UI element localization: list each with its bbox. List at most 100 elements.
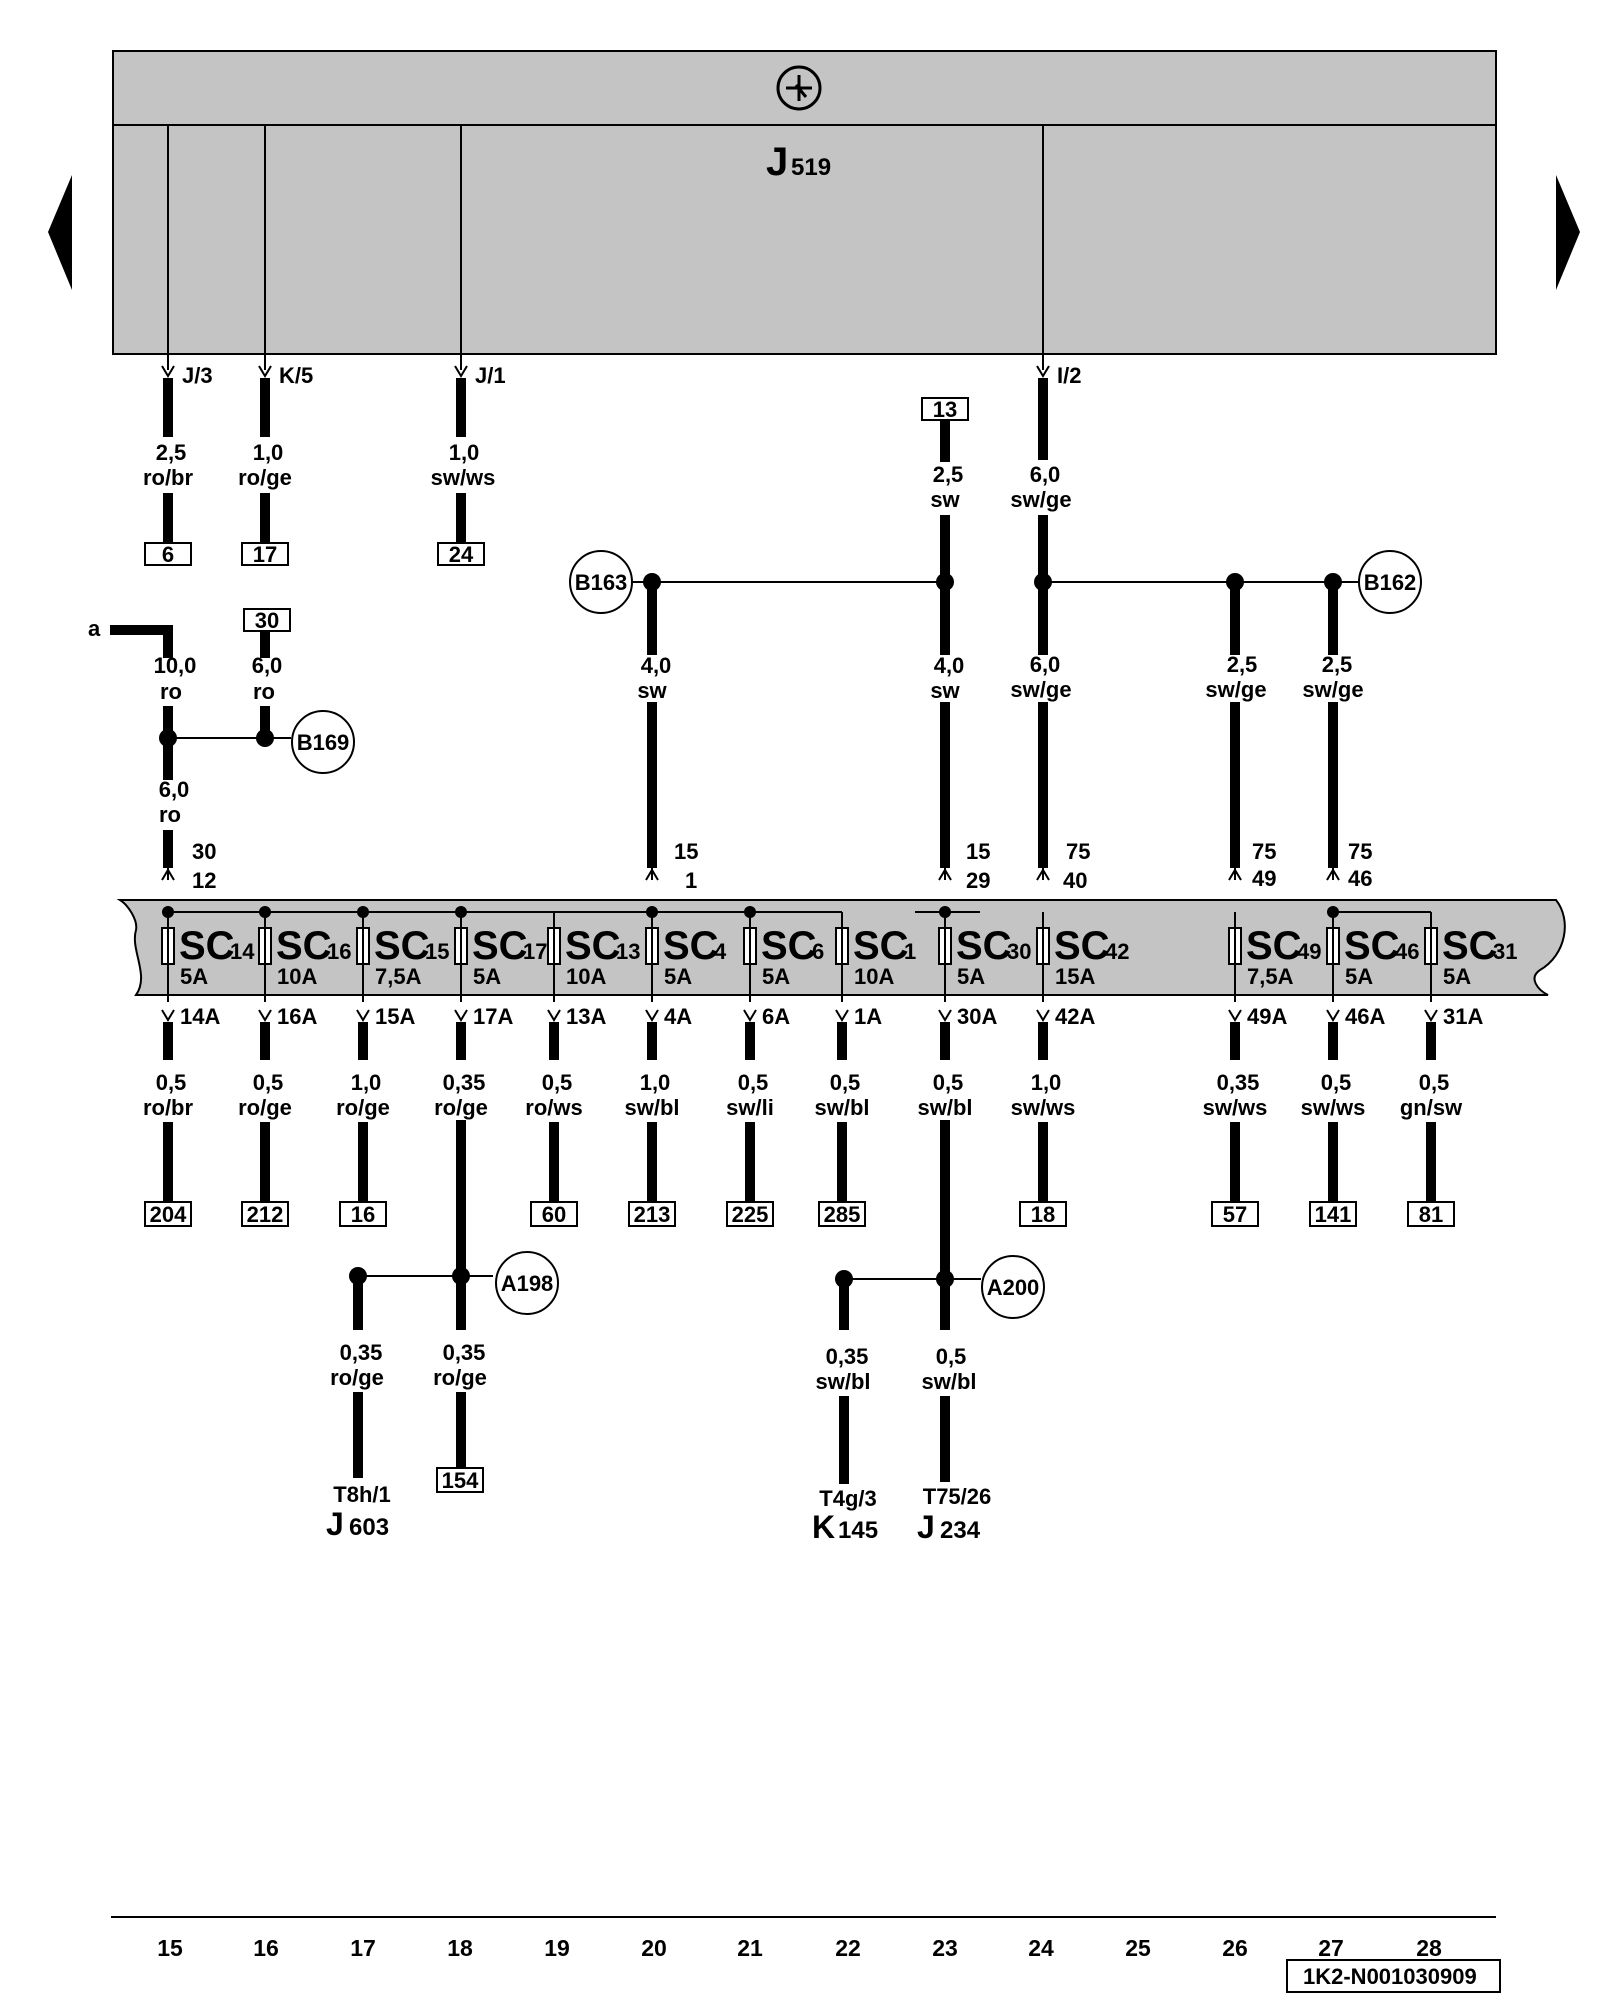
fuse-bus	[167, 911, 1432, 1002]
splice-a200: A200	[981, 1255, 1045, 1319]
svg-text:75: 75	[1066, 839, 1090, 864]
ref-number: 16	[351, 1202, 375, 1227]
wire-color: ro/ge	[336, 1095, 390, 1120]
scale-number: 19	[544, 1935, 570, 1961]
fuse-rating: 5A	[473, 964, 501, 989]
svg-text:sw/bl: sw/bl	[815, 1369, 870, 1394]
svg-text:sw/ge: sw/ge	[1010, 677, 1071, 702]
scale-number: 26	[1222, 1935, 1248, 1961]
fuse-rating: 10A	[566, 964, 606, 989]
ref-box	[1309, 1201, 1357, 1227]
scale-number: 23	[932, 1935, 958, 1961]
fuse-rating: 5A	[664, 964, 692, 989]
svg-text:12: 12	[192, 868, 216, 893]
wire-gauge: 0,35	[1217, 1070, 1260, 1095]
fuse-bus-dots	[162, 906, 1339, 918]
fuse-name: SC	[1344, 924, 1400, 968]
fuse-rating: 7,5A	[1247, 964, 1294, 989]
svg-text:T8h/1: T8h/1	[333, 1482, 390, 1507]
wire-color: ro/ge	[238, 1095, 292, 1120]
svg-text:4,0: 4,0	[934, 653, 965, 678]
fuse-out-pin: 31A	[1443, 1004, 1483, 1029]
svg-text:145: 145	[838, 1517, 878, 1544]
svg-text:30: 30	[255, 608, 279, 633]
scale-number: 15	[157, 1935, 183, 1961]
fuse-name: SC	[1054, 924, 1110, 968]
svg-text:6,0: 6,0	[1030, 652, 1061, 677]
svg-text:T4g/3: T4g/3	[819, 1486, 876, 1511]
wire-gauge: 0,5	[830, 1070, 861, 1095]
scale-number: 27	[1318, 1935, 1344, 1961]
svg-text:1K2-N001030909: 1K2-N001030909	[1303, 1964, 1477, 1989]
wire-gauge: 0,5	[933, 1070, 964, 1095]
svg-text:40: 40	[1063, 868, 1087, 893]
feed-wires	[645, 582, 1340, 881]
lower-labels: 0,35 ro/ge 0,35 ro/ge 0,35 sw/bl 0,5 sw/…	[326, 1340, 991, 1545]
triangle-left-icon[interactable]	[48, 175, 72, 290]
ref-number: 57	[1223, 1202, 1247, 1227]
svg-text:sw: sw	[930, 678, 960, 703]
fuse-rating: 7,5A	[375, 964, 422, 989]
fuse-rating: 5A	[957, 964, 985, 989]
svg-text:J: J	[326, 1506, 344, 1542]
svg-text:1: 1	[685, 868, 697, 893]
module-number: 519	[791, 154, 831, 181]
fuse-name: SC	[472, 924, 528, 968]
doc-id: 1K2-N001030909	[1286, 1959, 1501, 1993]
wire-color: gn/sw	[1400, 1095, 1463, 1120]
ref-box	[144, 1201, 192, 1227]
fuse-number: 30	[1007, 939, 1031, 964]
ref-box	[726, 1201, 774, 1227]
svg-text:234: 234	[940, 1517, 981, 1544]
svg-text:sw: sw	[930, 487, 960, 512]
ref-box	[628, 1201, 676, 1227]
splice-b163: B163	[569, 550, 652, 614]
ref-box	[1211, 1201, 1259, 1227]
ref-number: 81	[1419, 1202, 1443, 1227]
svg-text:A200: A200	[987, 1275, 1040, 1300]
svg-text:T75/26: T75/26	[923, 1484, 992, 1509]
splice-a198: A198	[495, 1251, 559, 1315]
wire-color: sw/bl	[814, 1095, 869, 1120]
ref-number: 213	[634, 1202, 671, 1227]
svg-text:4,0: 4,0	[641, 653, 672, 678]
wire-color: ro/ws	[525, 1095, 582, 1120]
ref-box	[818, 1201, 866, 1227]
triangle-right-icon[interactable]	[1556, 175, 1580, 290]
svg-text:A198: A198	[501, 1271, 554, 1296]
module-box	[112, 50, 1497, 355]
svg-text:sw/ge: sw/ge	[1010, 487, 1071, 512]
fuse-number: 4	[714, 939, 727, 964]
svg-text:49: 49	[1252, 866, 1276, 891]
wire-gauge: 0,5	[156, 1070, 187, 1095]
svg-text:ro: ro	[253, 679, 275, 704]
fuse-out-pin: 17A	[473, 1004, 513, 1029]
svg-text:sw: sw	[637, 678, 667, 703]
fuse-sc4: SC4 5A	[645, 924, 727, 989]
top-wires	[161, 125, 1050, 650]
fuse-name: SC	[1442, 924, 1498, 968]
svg-text:B169: B169	[297, 730, 350, 755]
fuse-rating: 15A	[1055, 964, 1095, 989]
svg-text:B162: B162	[1364, 570, 1417, 595]
top-ref-boxes: 6 17 24	[144, 542, 485, 567]
svg-text:J/3: J/3	[182, 363, 213, 388]
svg-text:ro/ge: ro/ge	[433, 1365, 487, 1390]
fuse-name: SC	[663, 924, 719, 968]
svg-text:0,35: 0,35	[340, 1340, 383, 1365]
svg-text:0,35: 0,35	[826, 1344, 869, 1369]
ground-symbol-icon	[776, 65, 822, 111]
svg-text:6,0: 6,0	[252, 653, 283, 678]
svg-text:ro: ro	[159, 802, 181, 827]
svg-text:sw/ge: sw/ge	[1302, 677, 1363, 702]
svg-text:0,5: 0,5	[936, 1344, 967, 1369]
fuse-rating: 5A	[762, 964, 790, 989]
svg-text:2,5: 2,5	[1322, 652, 1353, 677]
